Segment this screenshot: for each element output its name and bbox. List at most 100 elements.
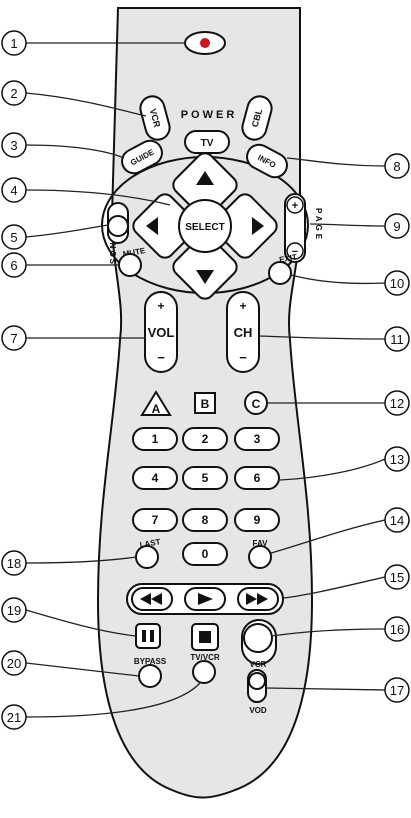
record-button[interactable] [243, 623, 273, 653]
callout-10 [384, 270, 410, 296]
pause-icon [142, 630, 146, 642]
vcr-vod-switch-knob[interactable] [248, 672, 266, 690]
digit-4-button[interactable] [132, 466, 178, 490]
tv-vcr-button[interactable] [192, 660, 216, 684]
nav-right-button[interactable] [210, 191, 281, 262]
digit-1-label: 1 [152, 432, 159, 446]
digit-0-button[interactable] [182, 542, 228, 566]
volume-up-label: + [157, 299, 164, 313]
callout-12 [384, 390, 410, 416]
callout-11-line [258, 335, 386, 340]
callout-21-line [25, 682, 201, 718]
callout-17-line [265, 687, 386, 691]
callout-13-number: 13 [390, 452, 404, 467]
vod-switch-label: VOD [249, 706, 267, 715]
callout-8-line [286, 157, 386, 167]
nav-left-button[interactable] [130, 191, 201, 262]
callout-9-line [309, 223, 386, 227]
digit-9-button[interactable] [234, 508, 280, 532]
callout-21 [1, 704, 27, 730]
callout-1 [1, 30, 27, 56]
callout-12-number: 12 [390, 396, 404, 411]
digit-5-label: 5 [202, 471, 209, 485]
callout-10-number: 10 [390, 276, 404, 291]
callout-10-line [290, 274, 386, 285]
triangle-up-icon [196, 171, 214, 185]
channel-rocker[interactable] [226, 291, 260, 373]
b-button[interactable] [194, 392, 216, 414]
select-button[interactable] [178, 199, 232, 253]
info-button[interactable] [243, 141, 291, 182]
callout-circles [1, 30, 410, 730]
callout-4-line [25, 189, 171, 206]
callout-2 [1, 80, 27, 106]
pause-icon-bar [150, 630, 154, 642]
callout-13-line [279, 458, 386, 481]
channel-label: CH [234, 325, 253, 340]
callout-5-line [25, 224, 109, 238]
callout-18 [1, 550, 27, 576]
callout-3-number: 3 [10, 138, 17, 153]
callout-16 [384, 616, 410, 642]
callout-14 [384, 507, 410, 533]
b-label: B [201, 397, 210, 411]
settings-switch-knob[interactable] [107, 215, 129, 237]
power-label: POWER [181, 109, 238, 121]
tv-power-label: TV [201, 138, 214, 149]
callout-18-number: 18 [7, 556, 21, 571]
pause-button[interactable] [135, 623, 161, 649]
digit-3-button[interactable] [234, 427, 280, 451]
digit-9-label: 9 [254, 513, 261, 527]
callout-20-number: 20 [7, 656, 21, 671]
digit-8-button[interactable] [182, 508, 228, 532]
callout-lines [25, 42, 386, 718]
callout-14-line [270, 519, 386, 554]
page-label: PAGE [314, 208, 323, 242]
callout-14-number: 14 [390, 513, 404, 528]
power-led [200, 38, 210, 48]
page-up-button[interactable] [286, 196, 304, 214]
callout-4-number: 4 [10, 183, 17, 198]
a-button[interactable] [140, 390, 172, 416]
digit-5-button[interactable] [182, 466, 228, 490]
callout-3-line [25, 144, 125, 159]
digit-2-button[interactable] [182, 427, 228, 451]
vcr-power-button[interactable] [138, 94, 173, 143]
callout-6-number: 6 [10, 258, 17, 273]
callout-21-number: 21 [7, 710, 21, 725]
volume-rocker[interactable] [144, 291, 178, 373]
stop-icon [199, 631, 211, 643]
callout-17 [384, 677, 410, 703]
guide-button[interactable] [118, 137, 166, 178]
triangle-down-icon [196, 270, 214, 284]
select-label: SELECT [185, 222, 224, 233]
digit-8-label: 8 [202, 513, 209, 527]
mute-button[interactable] [118, 253, 142, 277]
digit-7-button[interactable] [132, 508, 178, 532]
callout-19-number: 19 [7, 603, 21, 618]
callout-7 [1, 325, 27, 351]
bypass-label: BYPASS [134, 657, 167, 666]
cbl-power-button[interactable] [240, 94, 275, 143]
callout-1-number: 1 [10, 36, 17, 51]
last-button[interactable] [135, 545, 159, 569]
digit-0-label: 0 [202, 547, 209, 561]
bypass-button[interactable] [138, 664, 162, 688]
digit-3-label: 3 [254, 432, 261, 446]
exit-button[interactable] [268, 261, 292, 285]
page-down-button[interactable] [286, 242, 304, 260]
callout-4 [1, 177, 27, 203]
vcr-power-label: VCR [148, 108, 163, 129]
a-label: A [152, 402, 161, 416]
channel-up-label: + [239, 299, 246, 313]
digit-1-button[interactable] [132, 427, 178, 451]
digit-6-button[interactable] [234, 466, 280, 490]
tv-vcr-label: TV/VCR [190, 653, 220, 662]
fast-forward-icon [246, 593, 257, 605]
callout-7-number: 7 [10, 331, 17, 346]
digit-2-label: 2 [202, 432, 209, 446]
callout-18-line [25, 556, 137, 564]
nav-down-button[interactable] [170, 232, 241, 303]
fav-button[interactable] [248, 545, 272, 569]
